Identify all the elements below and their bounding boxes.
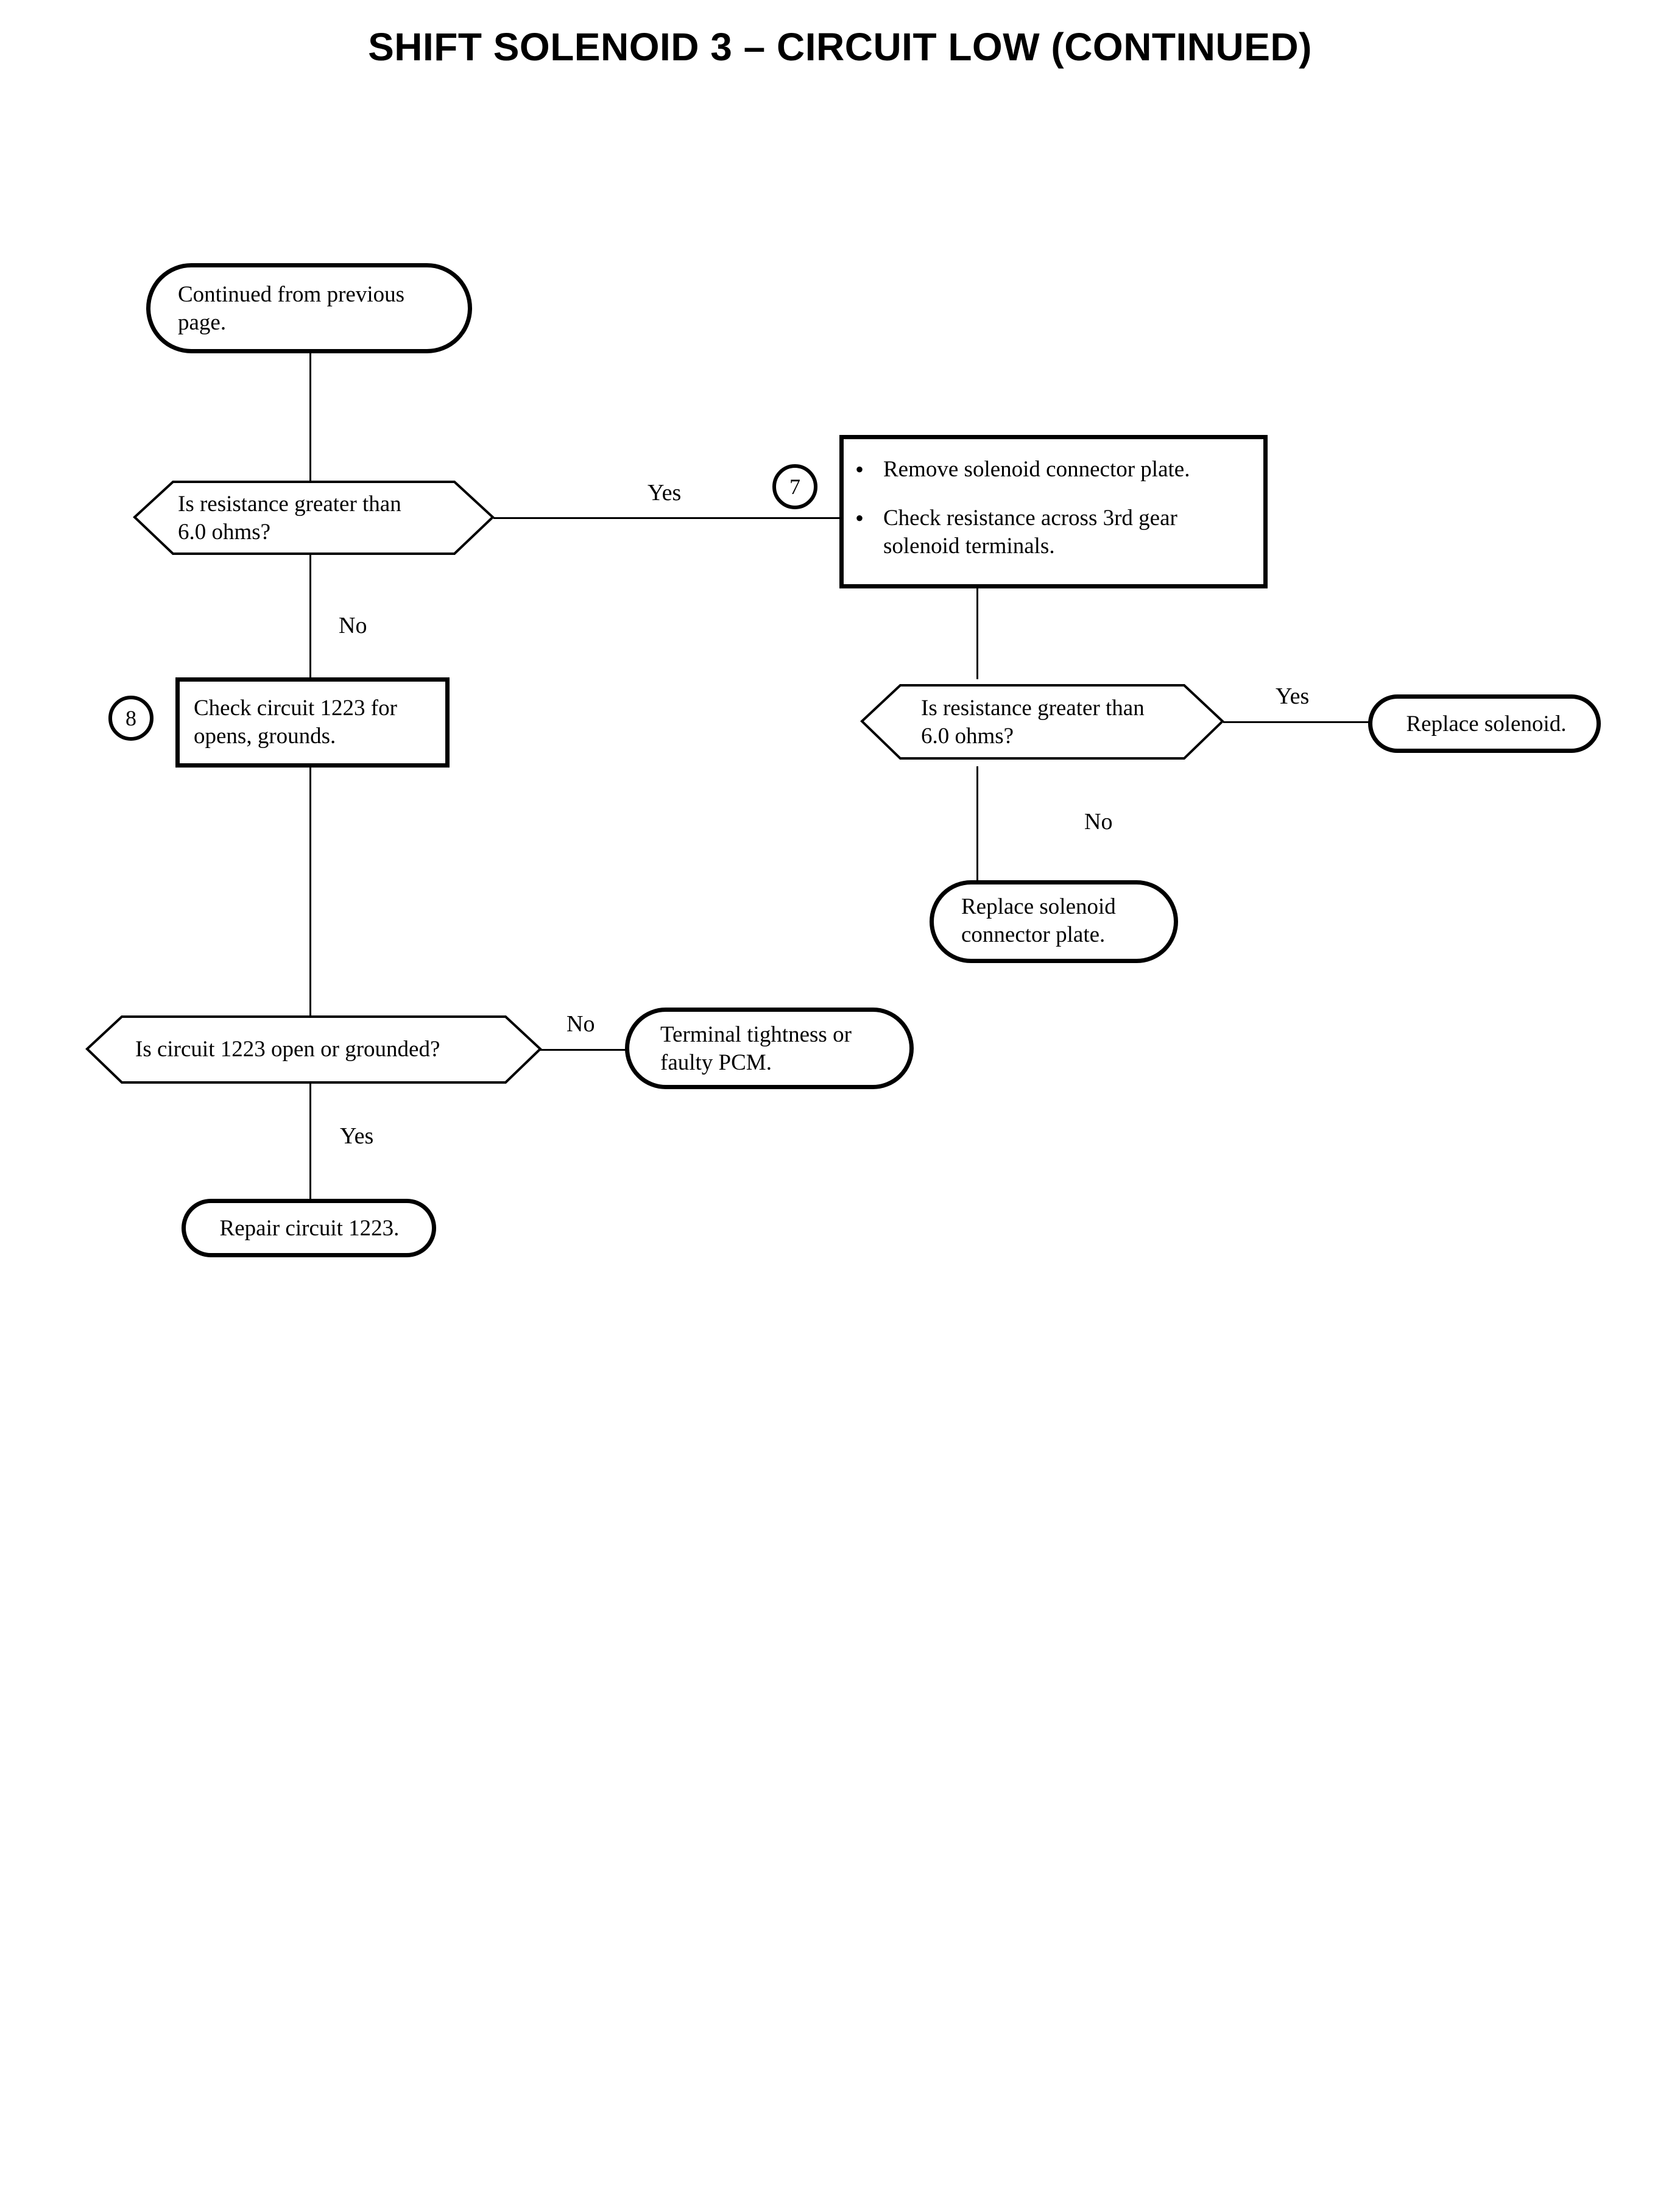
node-replace-solenoid[interactable] [1368, 694, 1601, 753]
node-is-resistance-greater-6-ohms-2[interactable] [860, 683, 1224, 760]
node-repair-circuit-1223-label: Repair circuit 1223. [219, 1216, 400, 1241]
edge-n3-to-n5 [976, 588, 978, 679]
offpage-connector-7[interactable]: 7 [772, 464, 817, 509]
list-item: • Remove solenoid connector plate. [855, 456, 1257, 484]
edge-n8-no-horizontal [540, 1049, 636, 1051]
node-is-circuit-1223-open-or-grounded[interactable] [85, 1015, 542, 1084]
edge-n5-yes-horizontal [1223, 721, 1369, 723]
node-continued-from-previous-page-label: Continued from previous page. [178, 282, 405, 335]
edge-label-n5-yes: Yes [1276, 683, 1310, 709]
node-terminal-tightness-faulty-pcm[interactable] [625, 1008, 914, 1089]
node-remove-solenoid-connector-plate-steps-list: • Remove solenoid connector plate. • Che… [855, 456, 1257, 560]
edge-n2-to-n4 [309, 542, 311, 679]
node-check-circuit-1223-opens-grounds-label: Check circuit 1223 for opens, grounds. [194, 696, 397, 749]
bullet-icon: • [855, 504, 864, 532]
node-replace-solenoid-connector-plate-label: Replace solenoid connector plate. [961, 894, 1116, 947]
node-repair-circuit-1223[interactable] [182, 1199, 436, 1257]
offpage-connector-8[interactable]: 8 [108, 696, 154, 741]
edge-label-n2-yes: Yes [648, 480, 682, 506]
edge-n5-to-n7 [976, 766, 978, 888]
edge-label-n8-yes: Yes [340, 1123, 374, 1149]
list-item-label: Check resistance across 3rd gear solenoi… [883, 506, 1177, 559]
node-check-circuit-1223-opens-grounds[interactable] [175, 677, 450, 768]
node-is-resistance-greater-6-ohms-1[interactable] [133, 480, 495, 556]
list-item-label: Remove solenoid connector plate. [883, 457, 1190, 482]
node-remove-solenoid-connector-plate-steps[interactable] [839, 435, 1268, 588]
offpage-connector-7-label: 7 [789, 475, 800, 499]
node-replace-solenoid-label: Replace solenoid. [1406, 711, 1567, 736]
edge-n4-to-n8 [309, 768, 311, 1020]
bullet-icon: • [855, 456, 864, 483]
edge-n1-to-n2 [309, 353, 311, 493]
node-is-resistance-greater-6-ohms-1-label: Is resistance greater than 6.0 ohms? [178, 492, 401, 545]
edge-n8-to-n10 [309, 1079, 311, 1201]
node-is-circuit-1223-open-or-grounded-label: Is circuit 1223 open or grounded? [135, 1037, 440, 1062]
node-replace-solenoid-connector-plate[interactable] [930, 880, 1178, 963]
edge-label-n2-no: No [339, 613, 367, 638]
node-is-resistance-greater-6-ohms-2-label: Is resistance greater than 6.0 ohms? [921, 696, 1145, 749]
offpage-connector-8-label: 8 [125, 706, 136, 730]
list-item: • Check resistance across 3rd gear solen… [855, 504, 1257, 560]
node-terminal-tightness-faulty-pcm-label: Terminal tightness or faulty PCM. [660, 1022, 852, 1075]
page-title: SHIFT SOLENOID 3 – CIRCUIT LOW (CONTINUE… [368, 25, 1312, 69]
edge-label-n5-no: No [1084, 809, 1113, 835]
edge-label-n8-no: No [566, 1011, 595, 1037]
edge-n2-yes-horizontal [493, 517, 841, 519]
node-continued-from-previous-page[interactable] [146, 263, 472, 353]
